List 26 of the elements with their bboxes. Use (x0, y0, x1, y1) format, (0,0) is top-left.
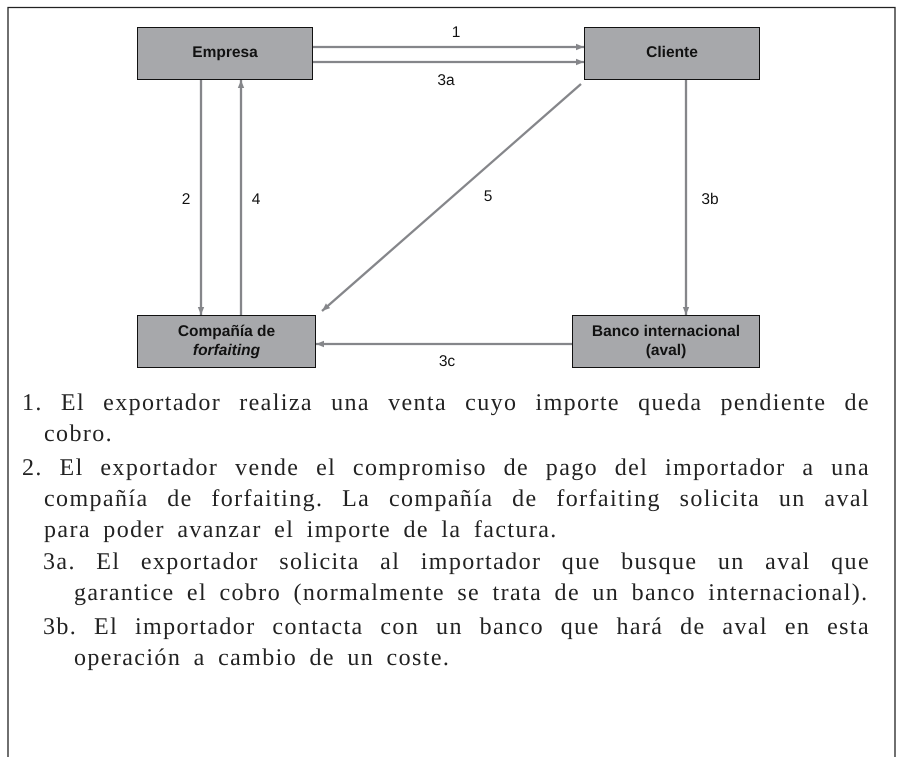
process-box (137, 27, 313, 80)
edge-label: 2 (182, 191, 190, 209)
numbered-note: 2. El exportador vende el compromiso de pago del importador a una compañía de forfaiting. La compañía de forfaiting solicita un aval para poder avanzar el importe de la factura. (22, 454, 870, 545)
edge-label: 1 (452, 24, 460, 42)
numbered-note: 3b. El importador contacta con un banco que hará de aval en esta operación a cambio de un coste. (43, 613, 870, 673)
arrow (682, 80, 690, 315)
process-box (137, 315, 316, 368)
arrow (238, 80, 244, 315)
box-label: Cliente (646, 44, 698, 63)
process-box (572, 315, 760, 368)
numbered-note: 3a. El exportador solicita al importador que busque un aval que garantice el cobro (normalmente se trata de un banco internacional). (43, 548, 870, 608)
process-box (584, 27, 760, 80)
edge-label: 5 (484, 188, 492, 206)
arrow (321, 83, 582, 312)
arrow (313, 44, 584, 50)
box-label: Banco internacional (aval) (590, 322, 742, 360)
edge-label: 3b (701, 191, 719, 209)
edge-label: 3c (438, 353, 456, 371)
edge-label: 4 (252, 191, 260, 209)
edge-label: 3a (437, 72, 455, 90)
numbered-note: 1. El exportador realiza una venta cuyo importe queda pendiente de cobro. (22, 389, 870, 449)
arrow (313, 58, 584, 66)
box-label: Compañía de forfaiting (176, 322, 276, 360)
arrow (316, 340, 572, 348)
box-label: Empresa (192, 44, 258, 63)
arrow (198, 80, 204, 315)
